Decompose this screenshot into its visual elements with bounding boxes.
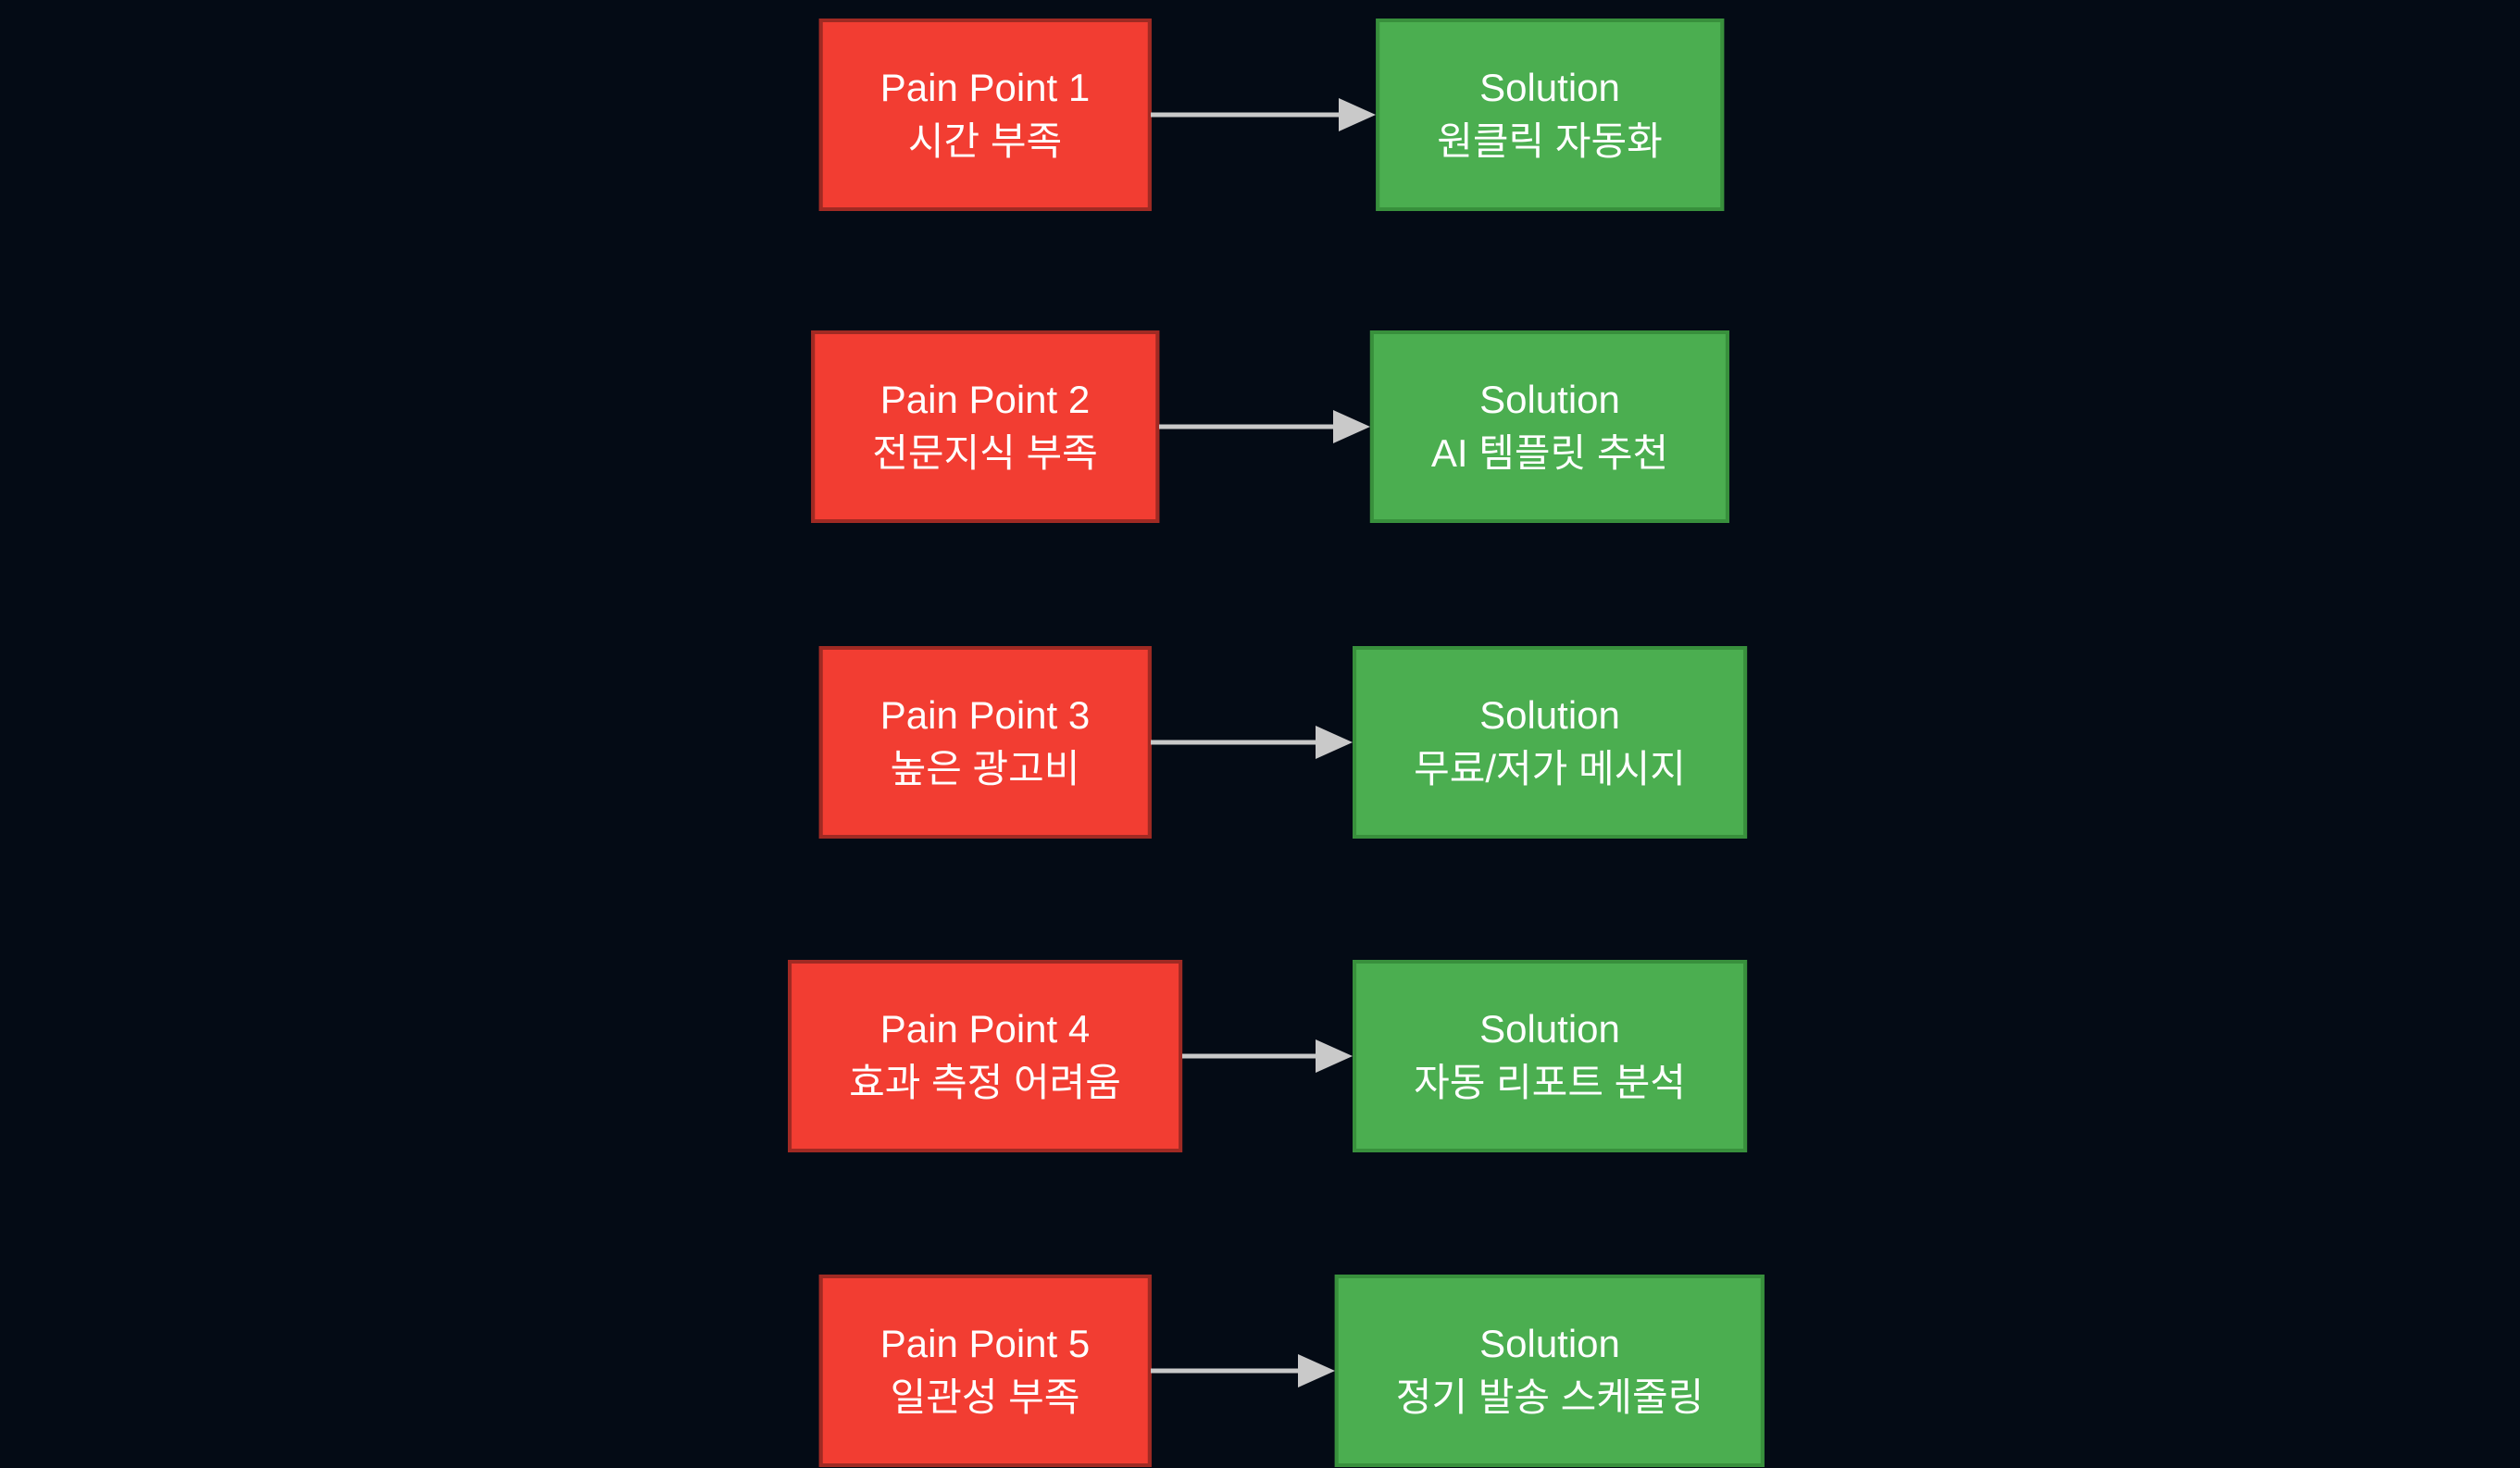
connector-arrow	[1158, 410, 1370, 443]
solution-label: 원클릭 자동화	[1437, 119, 1663, 163]
solution-node: Solution 무료/저가 메시지	[1353, 646, 1747, 839]
solution-node: Solution AI 템플릿 추천	[1369, 330, 1730, 523]
arrow-line	[1158, 424, 1337, 429]
solution-label: 무료/저가 메시지	[1414, 747, 1686, 790]
connector-arrow	[1151, 1354, 1335, 1387]
pain-point-title: Pain Point 1	[880, 66, 1091, 109]
flow-row: Pain Point 4 효과 측정 어려움 Solution 자동 리포트 분…	[0, 960, 2520, 1152]
arrow-head-icon	[1332, 410, 1370, 443]
pain-point-node: Pain Point 1 시간 부족	[818, 19, 1152, 211]
arrow-head-icon	[1339, 98, 1377, 131]
solution-title: Solution	[1479, 1007, 1620, 1051]
connector-arrow	[1151, 726, 1354, 759]
arrow-head-icon	[1316, 1039, 1354, 1073]
connector-arrow	[1181, 1039, 1354, 1073]
pain-point-node: Pain Point 5 일관성 부족	[818, 1275, 1152, 1467]
solution-node: Solution 원클릭 자동화	[1376, 19, 1724, 211]
flow-row: Pain Point 5 일관성 부족 Solution 정기 발송 스케줄링	[0, 1275, 2520, 1467]
arrow-line	[1151, 1368, 1302, 1374]
flow-row: Pain Point 2 전문지식 부족 Solution AI 템플릿 추천	[0, 330, 2520, 523]
solution-label: AI 템플릿 추천	[1430, 431, 1669, 475]
arrow-line	[1151, 112, 1343, 118]
pain-point-title: Pain Point 2	[880, 378, 1091, 421]
pain-point-label: 일관성 부족	[890, 1375, 1080, 1419]
solution-node: Solution 자동 리포트 분석	[1353, 960, 1747, 1152]
arrow-head-icon	[1297, 1354, 1335, 1387]
arrow-line	[1181, 1053, 1320, 1059]
pain-point-title: Pain Point 3	[880, 693, 1091, 737]
solution-title: Solution	[1479, 1322, 1620, 1365]
pain-point-label: 높은 광고비	[890, 747, 1080, 790]
solution-label: 정기 발송 스케줄링	[1395, 1375, 1704, 1419]
pain-point-label: 시간 부족	[907, 119, 1063, 163]
arrow-line	[1151, 740, 1320, 745]
solution-title: Solution	[1479, 378, 1620, 421]
solution-label: 자동 리포트 분석	[1414, 1061, 1686, 1104]
connector-arrow	[1151, 98, 1377, 131]
pain-point-node: Pain Point 4 효과 측정 어려움	[788, 960, 1182, 1152]
flow-row: Pain Point 3 높은 광고비 Solution 무료/저가 메시지	[0, 646, 2520, 839]
pain-point-label: 전문지식 부족	[872, 431, 1098, 475]
pain-point-label: 효과 측정 어려움	[849, 1061, 1121, 1104]
pain-point-title: Pain Point 5	[880, 1322, 1091, 1365]
solution-title: Solution	[1479, 693, 1620, 737]
flow-row: Pain Point 1 시간 부족 Solution 원클릭 자동화	[0, 19, 2520, 211]
solution-node: Solution 정기 발송 스케줄링	[1334, 1275, 1765, 1467]
pain-point-node: Pain Point 3 높은 광고비	[818, 646, 1152, 839]
pain-point-node: Pain Point 2 전문지식 부족	[811, 330, 1159, 523]
arrow-head-icon	[1316, 726, 1354, 759]
pain-point-title: Pain Point 4	[880, 1007, 1091, 1051]
solution-title: Solution	[1479, 66, 1620, 109]
